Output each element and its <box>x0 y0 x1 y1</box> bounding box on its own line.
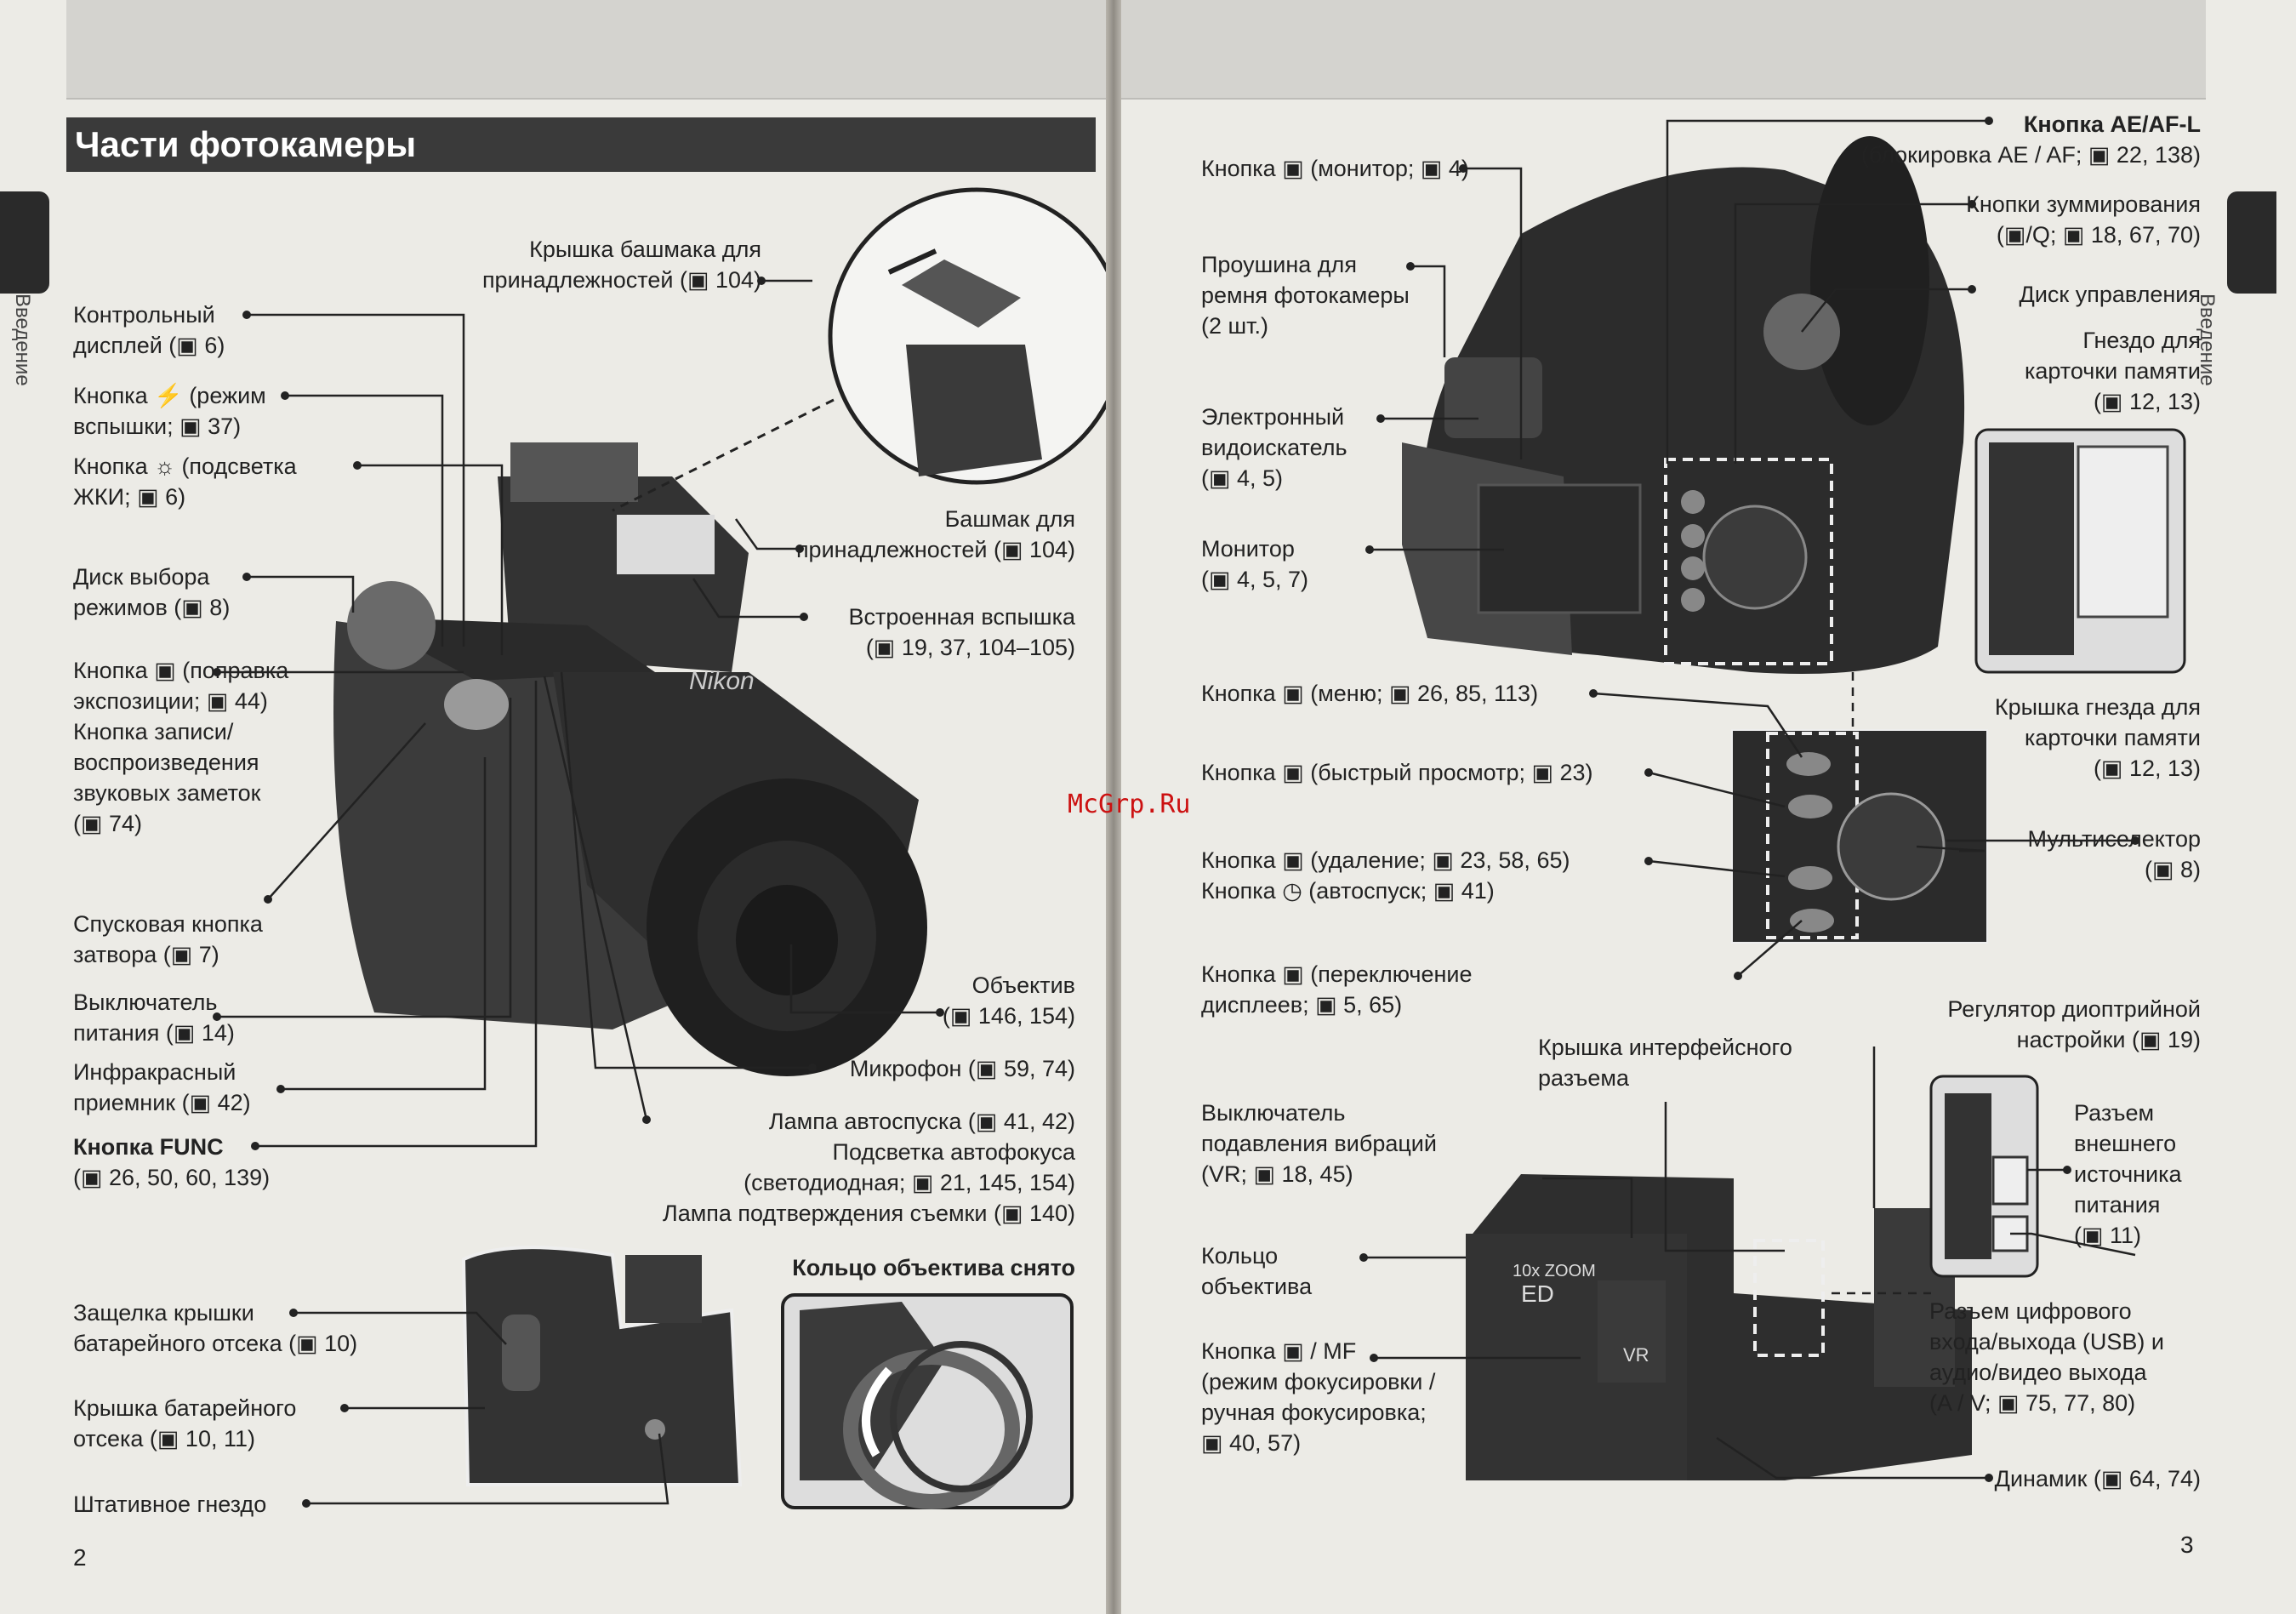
page-number: 2 <box>73 1544 87 1571</box>
watermark: McGrp.Ru <box>1068 790 1191 819</box>
label-lens-ring-removed: Кольцо объектива снято <box>792 1255 1075 1280</box>
label-monitor-button: Кнопка ▣ (монитор; ▣ 4) <box>1201 156 1469 181</box>
page-title: Части фотокамеры <box>66 117 1096 172</box>
label-monitor: Монитор(▣ 4, 5, 7) <box>1201 536 1309 592</box>
label-tripod-socket: Штативное гнездо <box>73 1491 267 1517</box>
right-illustrations: 10x ZOOM ED VR <box>1359 117 2186 1482</box>
label-menu-button: Кнопка ▣ (меню; ▣ 26, 85, 113) <box>1201 681 1539 706</box>
label-af-mf-button: Кнопка ▣ / MF(режим фокусировки /ручная … <box>1201 1338 1436 1456</box>
label-zoom-buttons: Кнопки зуммирования(▣/Q; ▣ 18, 67, 70) <box>1966 191 2201 248</box>
label-speaker: Динамик (▣ 64, 74) <box>1994 1466 2201 1491</box>
label-func-button: Кнопка FUNC(▣ 26, 50, 60, 139) <box>73 1134 271 1190</box>
label-self-timer-lamp: Лампа автоспуска (▣ 41, 42)Подсветка авт… <box>662 1109 1075 1226</box>
svg-text:VR: VR <box>1623 1344 1649 1366</box>
label-microphone: Микрофон (▣ 59, 74) <box>849 1056 1075 1081</box>
book-gutter <box>1106 0 1121 1614</box>
label-lens: Объектив(▣ 146, 154) <box>942 972 1075 1029</box>
svg-text:ED: ED <box>1521 1280 1554 1307</box>
left-illustrations: Nikon <box>213 187 1106 1509</box>
svg-text:10x ZOOM: 10x ZOOM <box>1513 1262 1596 1280</box>
left-page: Введение Части фотокамеры Nikon <box>0 0 1106 1614</box>
page-number: 3 <box>2180 1531 2194 1558</box>
right-page: Введение 10x ZOOM ED VR <box>1121 0 2296 1614</box>
section-tab <box>0 191 49 294</box>
label-quick-button: Кнопка ▣ (быстрый просмотр; ▣ 23) <box>1201 760 1593 785</box>
top-band <box>1121 0 2206 100</box>
label-ae-af-l: Кнопка AE/AF-L(блокировка AE / AF; ▣ 22,… <box>1860 111 2201 168</box>
label-builtin-flash: Встроенная вспышка(▣ 19, 37, 104–105) <box>848 604 1075 660</box>
label-multiselector: Мультиселектор(▣ 8) <box>2027 826 2201 882</box>
label-command-dial: Диск управления <box>2019 282 2201 307</box>
top-band <box>66 0 1106 100</box>
label-delete-button: Кнопка ▣ (удаление; ▣ 23, 58, 65)Кнопка … <box>1201 847 1570 904</box>
svg-text:Nikon: Nikon <box>689 667 755 695</box>
